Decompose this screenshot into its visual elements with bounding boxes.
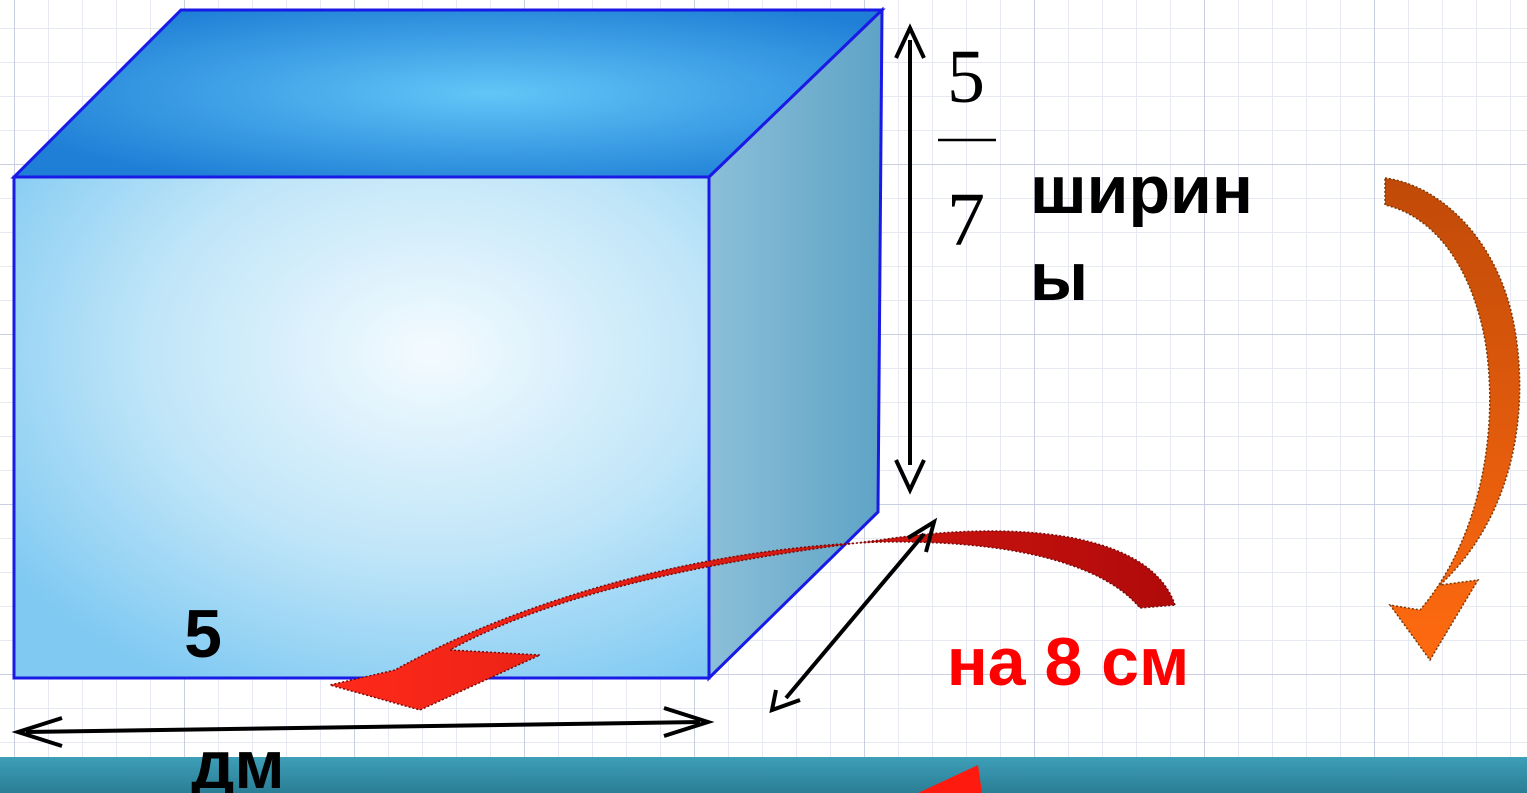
height-fraction-numerator: 5	[947, 35, 985, 119]
length-arrow	[11, 706, 715, 748]
red-curved-arrow	[329, 530, 1177, 711]
red-arrow-fragment	[918, 765, 982, 793]
box-front-face	[12, 175, 711, 680]
depth-arrow	[769, 517, 938, 714]
orange-curved-arrow	[1384, 177, 1521, 662]
height-label-line2: ы	[1030, 239, 1088, 315]
height-arrow	[894, 23, 926, 495]
length-unit-label: дм	[191, 727, 284, 793]
height-label-line1: ширин	[1030, 152, 1253, 228]
height-fraction-denominator: 7	[947, 178, 985, 262]
depth-label: на 8 см	[947, 624, 1190, 700]
bottom-bar	[0, 757, 1527, 793]
length-value-label: 5	[184, 596, 222, 672]
